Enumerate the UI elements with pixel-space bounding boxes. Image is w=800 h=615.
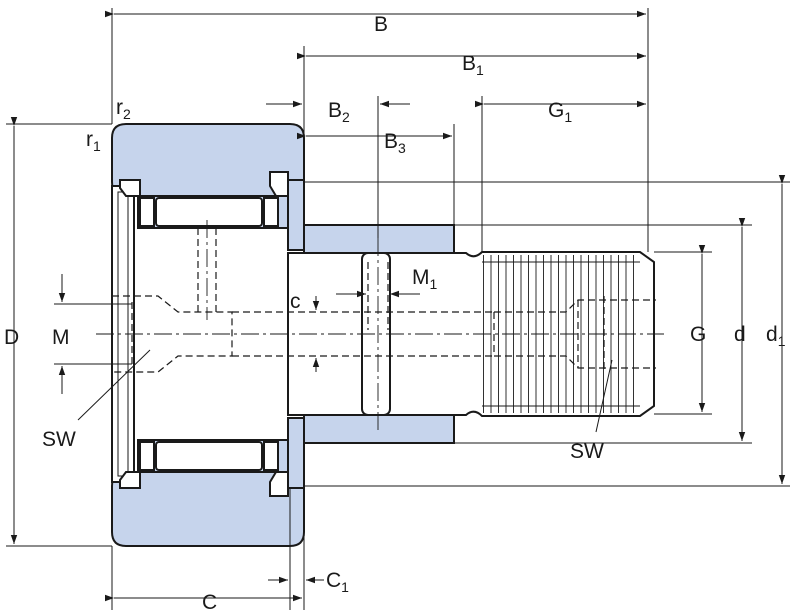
sw-right-leader [595,359,613,433]
label-M1: M1 [412,266,438,292]
label-sw-left: SW [42,428,76,451]
label-B3: B3 [384,130,406,156]
label-B: B [374,13,388,36]
sw-left-leader [77,349,151,421]
dimension-lines [6,8,790,610]
label-sw-right: SW [570,440,604,463]
label-c: c [290,290,301,313]
seal-right-top [269,171,289,197]
hex-socket-right [493,299,656,369]
label-B2: B2 [328,99,350,125]
seal-right-bottom [269,471,289,497]
label-C1: C1 [326,569,349,595]
label-C: C [202,591,217,614]
label-d1: d1 [766,323,786,349]
part-geometry [111,123,656,547]
label-G1: G1 [548,99,572,125]
label-M: M [52,326,70,349]
label-r2: r2 [116,96,131,122]
stud-shoulder-bottom [303,414,455,444]
needle-roller-top [155,197,263,227]
hex-socket-left [112,295,233,373]
stud-flange-bottom [287,417,305,489]
cage-right-top [263,197,279,227]
label-B1: B1 [462,52,484,78]
dimension-labels: B B1 B2 B3 G1 r2 r1 D M c M1 G d d1 SW S… [4,13,786,614]
stud-shoulder-top [303,224,455,254]
stud-flange-top [287,179,305,251]
seal-left-top [119,179,141,197]
radial-bore [367,262,389,330]
needle-roller-bottom [155,441,263,471]
label-d: d [734,323,746,346]
seal-left-bottom [119,471,141,489]
label-D: D [4,326,19,349]
center-lines [96,220,664,430]
label-G: G [690,323,706,346]
cage-left-top [139,197,155,227]
label-r1: r1 [86,128,101,154]
cage-right-bottom [263,441,279,471]
lube-hole-left [197,228,217,312]
cage-left-bottom [139,441,155,471]
